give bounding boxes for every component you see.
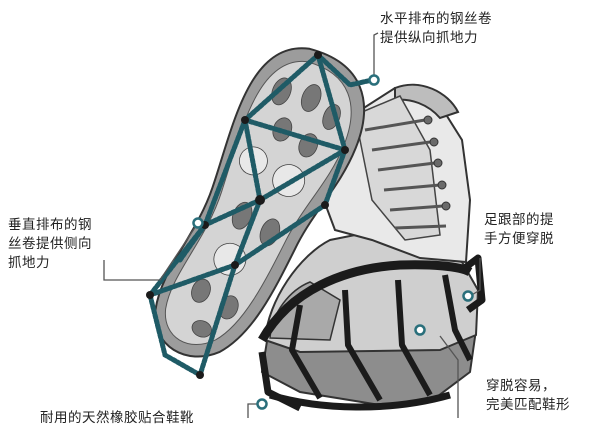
- callout-natural-rubber: 耐用的天然橡胶贴合鞋靴: [40, 409, 194, 428]
- callout-vertical-coils: 垂直排布的钢 丝卷提供侧向 抓地力: [8, 216, 92, 273]
- callout-easy-fit: 穿脱容易， 完美匹配鞋形: [486, 377, 570, 415]
- callout-horizontal-coils: 水平排布的钢丝卷 提供纵向抓地力: [380, 10, 492, 48]
- callout-heel-tab: 足跟部的提 手方便穿脱: [484, 211, 554, 249]
